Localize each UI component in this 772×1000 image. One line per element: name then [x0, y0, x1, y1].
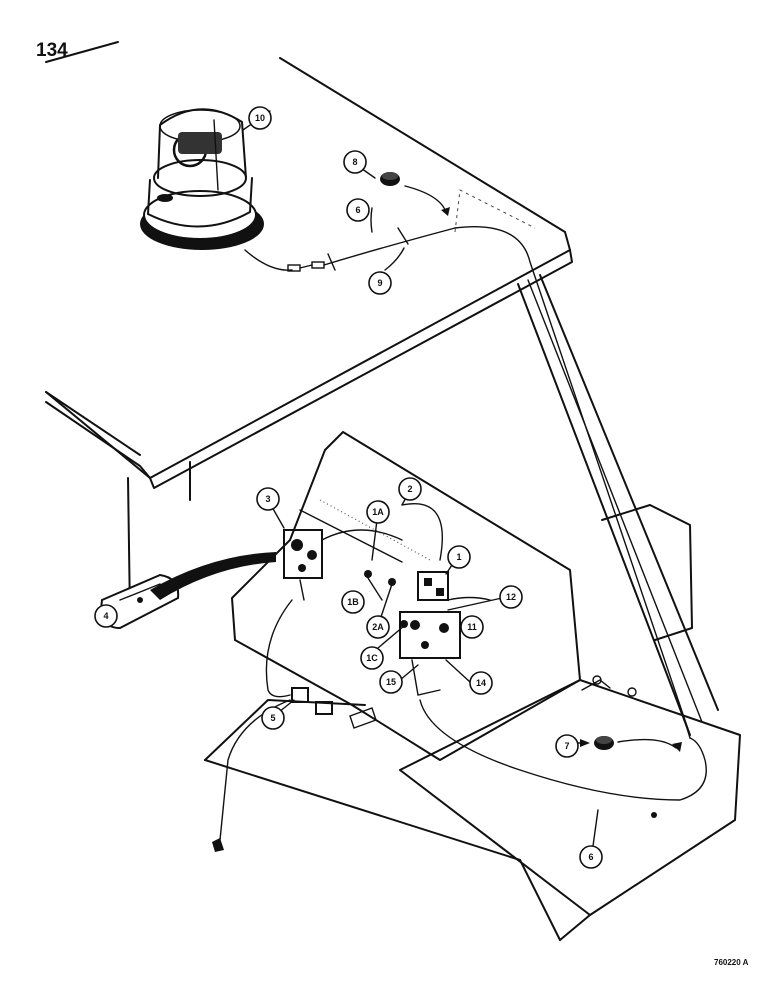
- callout-1C: 1C: [360, 646, 384, 670]
- connector-icon: [291, 687, 377, 729]
- callout-10: 10: [248, 106, 272, 130]
- svg-text:4: 4: [103, 611, 108, 621]
- callout-8: 8: [343, 150, 367, 174]
- svg-text:6: 6: [588, 852, 593, 862]
- page-number: 134: [36, 40, 68, 61]
- svg-text:10: 10: [255, 113, 265, 123]
- switch-icon: [283, 529, 323, 601]
- callout-6-lower: 6: [579, 845, 603, 869]
- svg-text:1: 1: [456, 552, 461, 562]
- svg-text:1B: 1B: [347, 597, 359, 607]
- svg-text:2: 2: [407, 484, 412, 494]
- grommet-icon: [594, 736, 614, 750]
- callout-3: 3: [256, 487, 280, 511]
- fuse-holder-icon: [100, 552, 276, 630]
- cab-roof: [45, 41, 573, 489]
- callout-6-upper: 6: [346, 198, 370, 222]
- floor-fender: [204, 675, 741, 941]
- svg-text:11: 11: [467, 622, 477, 632]
- svg-text:3: 3: [265, 494, 270, 504]
- svg-text:2A: 2A: [372, 622, 384, 632]
- console-panel: [231, 431, 581, 761]
- callout-15: 15: [379, 670, 403, 694]
- svg-text:1C: 1C: [366, 653, 378, 663]
- figure-code: 760220 A: [714, 958, 749, 967]
- callout-4: 4: [94, 604, 118, 628]
- rotating-beacon-icon: [140, 108, 264, 250]
- svg-text:9: 9: [377, 278, 382, 288]
- svg-text:15: 15: [386, 677, 396, 687]
- callout-14: 14: [469, 671, 493, 695]
- relay-block: [364, 570, 491, 696]
- callout-11: 11: [460, 615, 484, 639]
- svg-text:7: 7: [564, 741, 569, 751]
- svg-text:12: 12: [506, 592, 516, 602]
- callout-12: 12: [499, 585, 523, 609]
- svg-text:14: 14: [476, 678, 486, 688]
- callout-2A: 2A: [366, 615, 390, 639]
- rear-post: [517, 274, 719, 736]
- callout-9: 9: [368, 271, 392, 295]
- svg-text:6: 6: [355, 205, 360, 215]
- callout-5: 5: [261, 706, 285, 730]
- svg-text:8: 8: [352, 157, 357, 167]
- callout-7: 7: [555, 734, 579, 758]
- callout-1B: 1B: [341, 590, 365, 614]
- callout-1A: 1A: [366, 500, 390, 524]
- grommet-icon: [380, 172, 400, 186]
- svg-text:5: 5: [270, 713, 275, 723]
- callout-1: 1: [447, 545, 471, 569]
- callout-2: 2: [398, 477, 422, 501]
- svg-text:1A: 1A: [372, 507, 384, 517]
